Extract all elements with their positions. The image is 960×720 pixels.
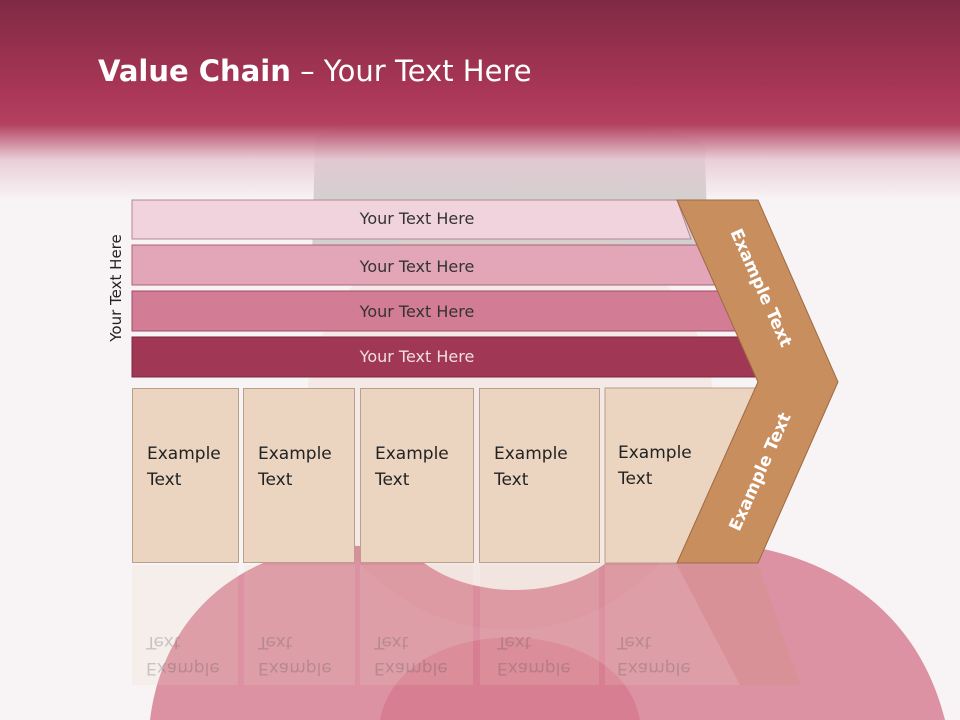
bar-3-label: Your Text Here: [359, 302, 475, 321]
box-2: Example Text: [243, 388, 355, 563]
reflection: [132, 565, 800, 685]
box-5-label: Example Text: [618, 443, 692, 489]
box-1-label: Example Text: [147, 444, 221, 490]
page-title: Value Chain – Your Text Here: [98, 54, 532, 88]
box-4-reflection: Example Text: [497, 632, 571, 678]
header-band: [0, 0, 960, 200]
bar-1: [131, 199, 692, 240]
box-3-reflection: Example Text: [374, 632, 448, 678]
box-2-label: Example Text: [258, 444, 332, 490]
box-5-reflection: Example Text: [617, 632, 691, 678]
title-rest: – Your Text Here: [290, 54, 532, 88]
box-4: Example Text: [479, 388, 600, 563]
box-1: Example Text: [132, 388, 239, 563]
bar-4-label: Your Text Here: [359, 347, 475, 366]
box-3: Example Text: [360, 388, 474, 563]
box-1-reflection: Example Text: [146, 632, 220, 678]
box-3-label: Example Text: [375, 444, 449, 490]
reflection-text-zone: Example Text Example Text Example Text E…: [130, 563, 830, 703]
title-bold: Value Chain: [98, 54, 291, 88]
bar-1-label: Your Text Here: [359, 209, 475, 228]
box-4-label: Example Text: [494, 444, 568, 490]
chevron-arrow: [676, 199, 839, 564]
box-2-reflection: Example Text: [258, 632, 332, 678]
bar-2-label: Your Text Here: [359, 257, 475, 276]
